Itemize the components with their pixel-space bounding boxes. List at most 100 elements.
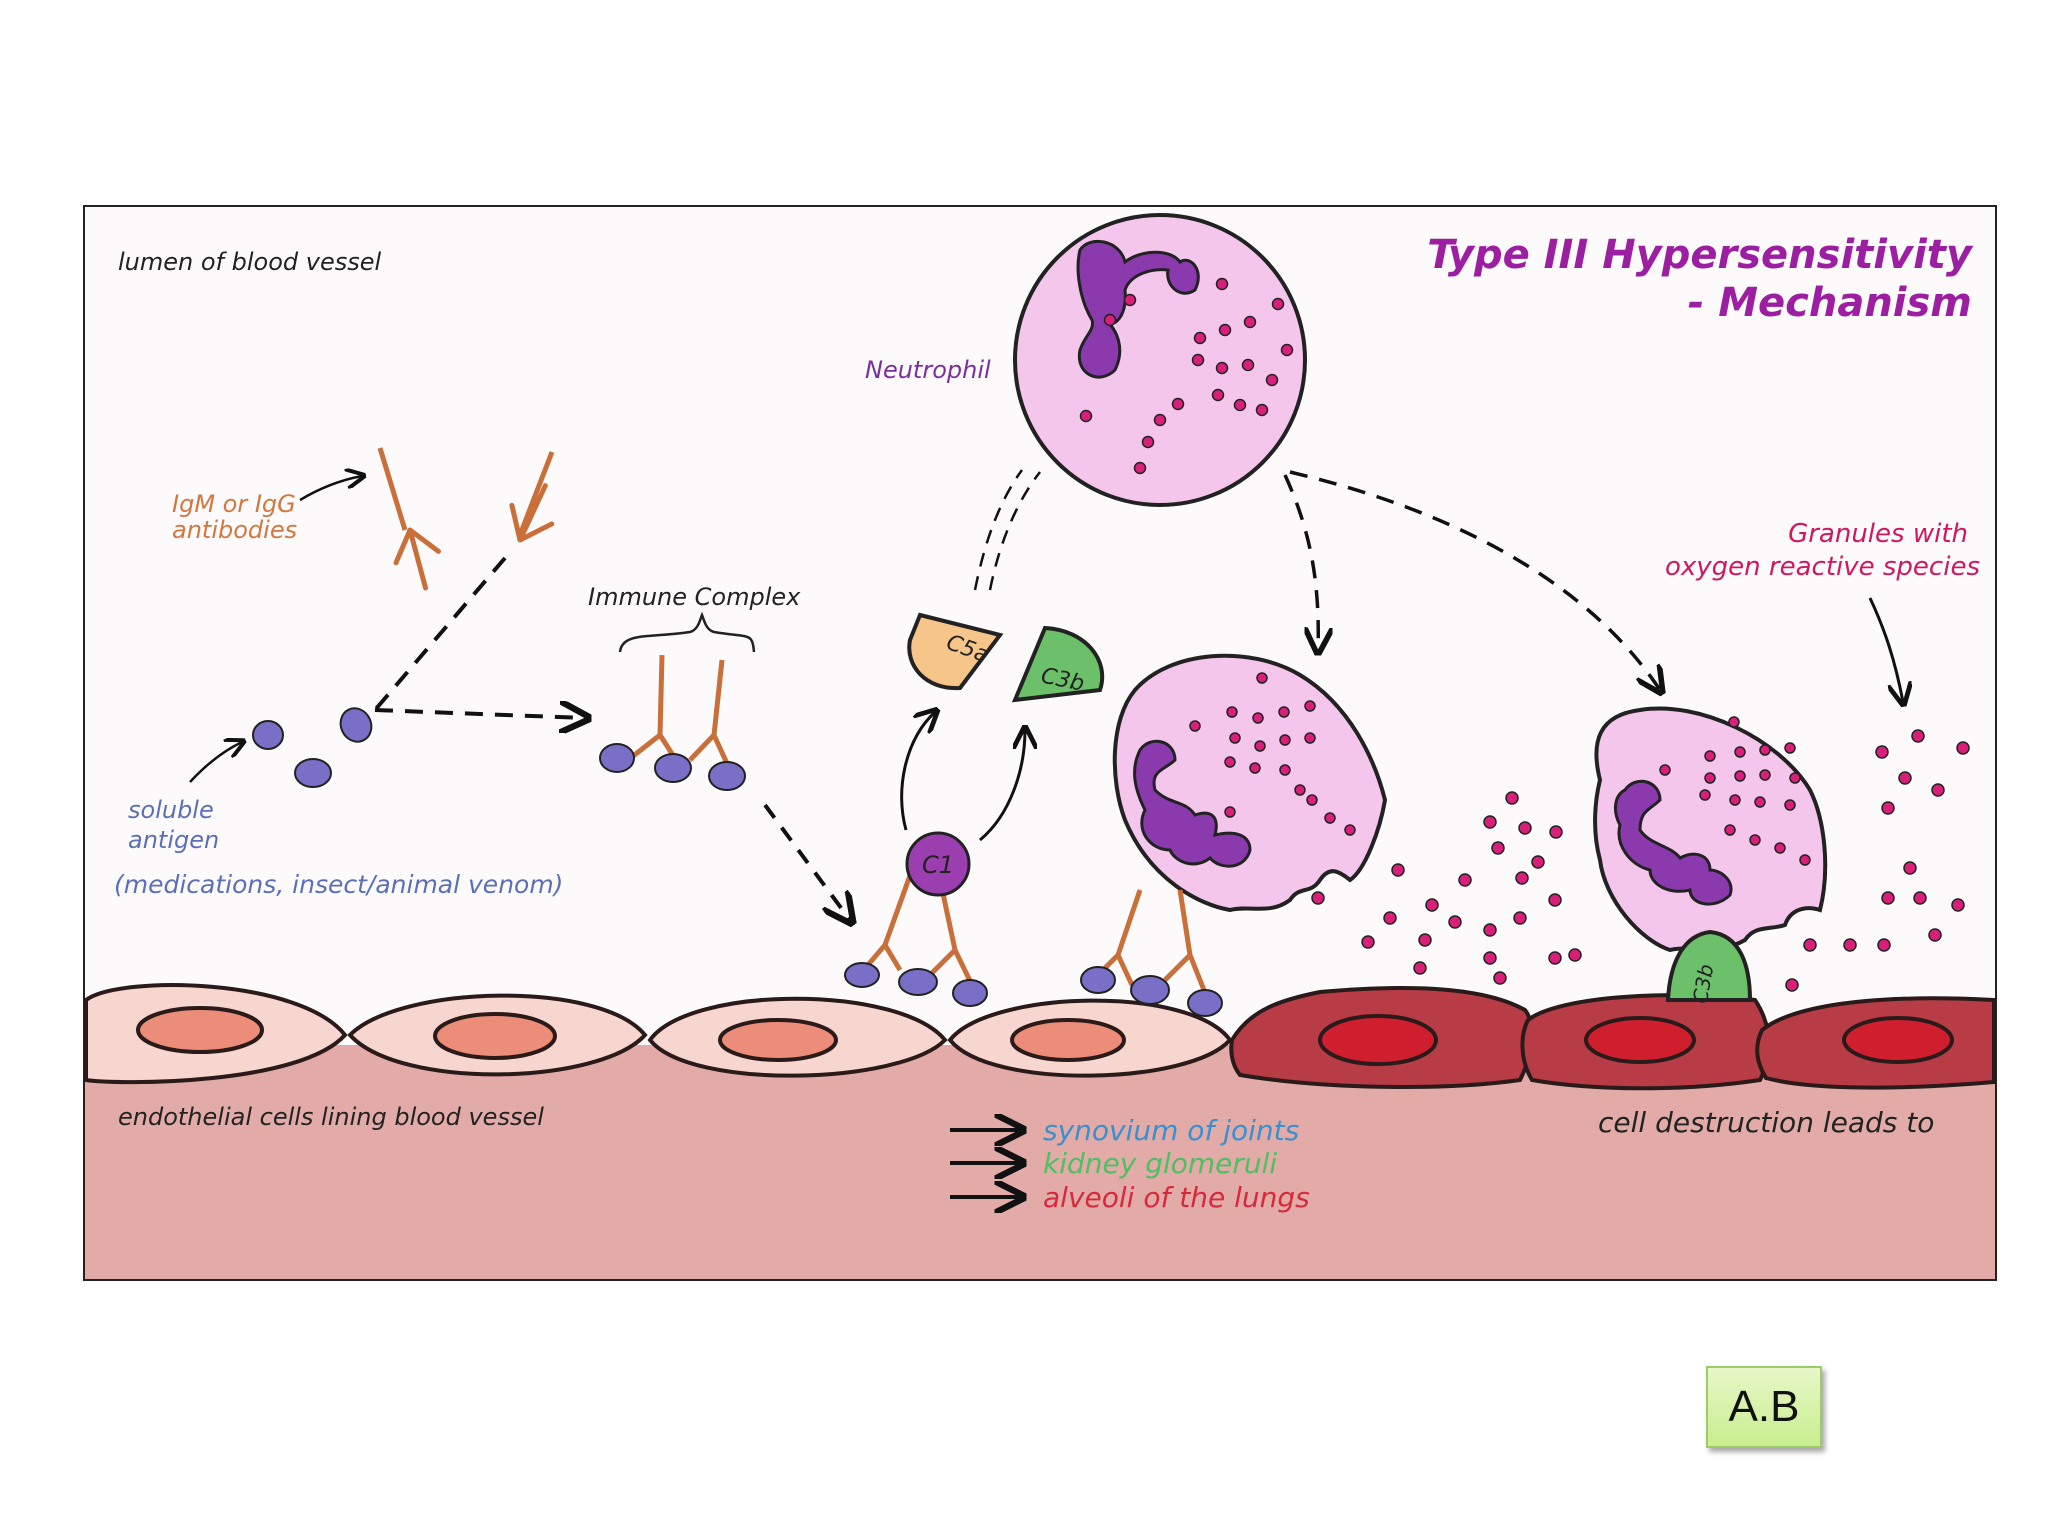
granule bbox=[1729, 794, 1741, 806]
granule bbox=[1193, 331, 1207, 345]
antibodies-arrow bbox=[299, 476, 362, 502]
granule bbox=[1759, 744, 1771, 756]
granule bbox=[1568, 948, 1582, 962]
granule bbox=[1448, 915, 1462, 929]
antigen-examples: (medications, insect/animal venom) bbox=[114, 870, 563, 899]
binding-dashed-line bbox=[373, 556, 507, 712]
granule bbox=[1734, 770, 1746, 782]
granule bbox=[1229, 732, 1241, 744]
antigen bbox=[654, 753, 692, 783]
granule bbox=[1774, 842, 1786, 854]
granule bbox=[1881, 891, 1895, 905]
neutrophil-nucleus bbox=[1076, 240, 1200, 379]
soluble-antigen-group bbox=[252, 707, 373, 788]
granule bbox=[1306, 794, 1318, 806]
granule bbox=[1255, 403, 1269, 417]
granule bbox=[1224, 756, 1236, 768]
neutrophil-attached bbox=[1080, 653, 1388, 1017]
cell-nucleus bbox=[1842, 1016, 1954, 1064]
antigen bbox=[898, 968, 938, 996]
cell-nucleus bbox=[1010, 1018, 1126, 1062]
granule bbox=[1278, 706, 1290, 718]
granule bbox=[1425, 898, 1439, 912]
antigen-arrow bbox=[189, 742, 242, 783]
granule bbox=[1903, 861, 1917, 875]
granule bbox=[1754, 796, 1766, 808]
granules-label-line1: Granules with bbox=[1788, 519, 1968, 549]
affected-sites: synovium of joints kidney glomeruli alve… bbox=[950, 1114, 1310, 1214]
c3b-bound bbox=[1665, 929, 1753, 1002]
c1-complement bbox=[905, 831, 971, 897]
granule bbox=[1785, 978, 1799, 992]
antibody-stem bbox=[517, 451, 555, 536]
granule bbox=[1491, 841, 1505, 855]
granule bbox=[1531, 855, 1545, 869]
granule bbox=[1875, 745, 1889, 759]
c1-to-c3b-arrow bbox=[979, 730, 1025, 842]
granule bbox=[1153, 413, 1167, 427]
immune-complex-brace bbox=[618, 611, 756, 653]
c5a-fragment: C5a bbox=[907, 612, 1004, 691]
granule bbox=[1383, 911, 1397, 925]
migration-arrow bbox=[1283, 474, 1318, 650]
granule bbox=[1311, 891, 1325, 905]
diagram-title-line1: Type III Hypersensitivity bbox=[1427, 232, 1974, 278]
granule bbox=[1249, 762, 1261, 774]
granule bbox=[1252, 712, 1264, 724]
granule bbox=[1361, 935, 1375, 949]
granule bbox=[1391, 863, 1405, 877]
granule bbox=[1103, 313, 1117, 327]
antibody-stem bbox=[377, 447, 408, 531]
neutrophil-granules bbox=[1189, 672, 1811, 866]
granule bbox=[1784, 742, 1796, 754]
granule bbox=[1913, 891, 1927, 905]
granule bbox=[1279, 734, 1291, 746]
granule bbox=[1911, 729, 1925, 743]
endothelial-cells-healthy bbox=[84, 983, 1233, 1085]
granule bbox=[1458, 873, 1472, 887]
granule bbox=[1413, 961, 1427, 975]
neutrophil-nucleus bbox=[1613, 779, 1733, 906]
antigen bbox=[252, 720, 284, 750]
granule bbox=[1304, 700, 1316, 712]
antibodies-label-line2: antibodies bbox=[172, 516, 297, 544]
antigen bbox=[1130, 975, 1170, 1005]
antigen bbox=[952, 979, 988, 1007]
granule bbox=[1951, 898, 1965, 912]
granule bbox=[1518, 821, 1532, 835]
granule bbox=[1728, 716, 1740, 728]
granule bbox=[1799, 854, 1811, 866]
granule bbox=[1243, 315, 1257, 329]
antigen bbox=[599, 743, 635, 773]
cell-nucleus bbox=[136, 1006, 264, 1054]
granule bbox=[1215, 277, 1229, 291]
cell-nucleus bbox=[433, 1012, 557, 1060]
antigen bbox=[1187, 989, 1223, 1017]
granule bbox=[1515, 871, 1529, 885]
granule bbox=[1513, 911, 1527, 925]
released-granules bbox=[1311, 729, 1970, 992]
granule bbox=[1141, 435, 1155, 449]
c1-to-c5a-arrow bbox=[900, 712, 935, 831]
cell-destruction-label: cell destruction leads to bbox=[1598, 1106, 1934, 1139]
site-synovium: synovium of joints bbox=[1043, 1114, 1299, 1147]
neutrophil-granules bbox=[1079, 277, 1294, 475]
antigen-label-line2: antigen bbox=[128, 826, 219, 854]
site-alveoli: alveoli of the lungs bbox=[1043, 1181, 1310, 1214]
granule bbox=[1304, 732, 1316, 744]
granule bbox=[1123, 293, 1137, 307]
granule bbox=[1344, 824, 1356, 836]
granule bbox=[1724, 824, 1736, 836]
c3b-fragment: C3b bbox=[1011, 625, 1105, 703]
neutrophil-label: Neutrophil bbox=[865, 356, 991, 384]
granule bbox=[1803, 938, 1817, 952]
granule bbox=[1843, 938, 1857, 952]
granule bbox=[1079, 409, 1093, 423]
antigen bbox=[708, 761, 746, 791]
granule bbox=[1659, 764, 1671, 776]
granule bbox=[1189, 720, 1201, 732]
migration-arrow bbox=[1289, 470, 1660, 690]
granule bbox=[1548, 893, 1562, 907]
granule bbox=[1483, 923, 1497, 937]
